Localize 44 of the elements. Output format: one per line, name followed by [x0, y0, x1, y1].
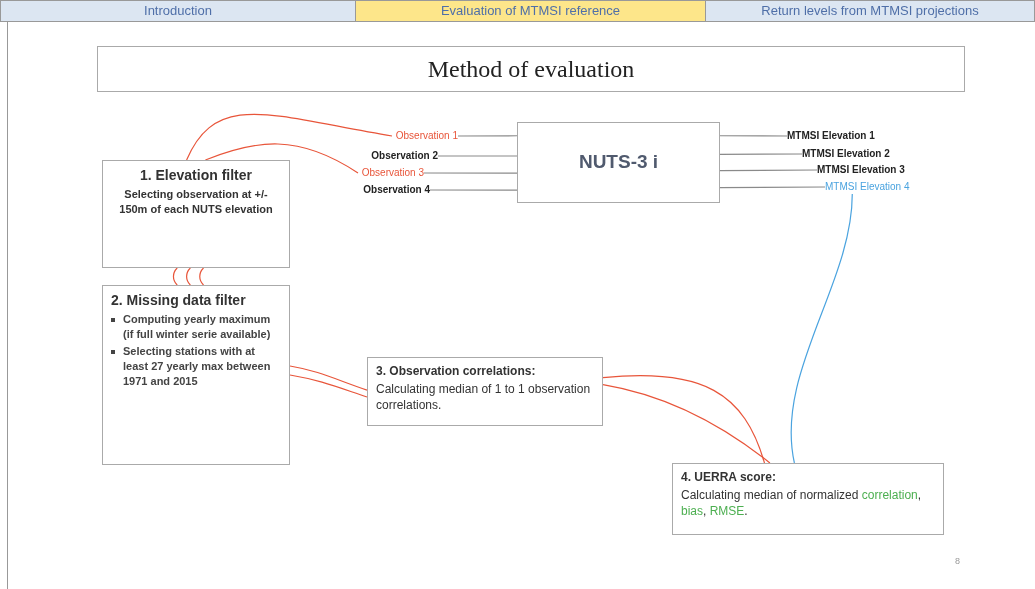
connector-line: [429, 189, 518, 191]
connector-line: [199, 267, 205, 286]
connector-line: [719, 153, 803, 155]
box-text: Calculating median of 1 to 1 observation correlations.: [376, 381, 592, 413]
connector-line: [790, 193, 853, 464]
node-label: Observation 2: [368, 149, 438, 163]
connector-line: [457, 135, 518, 137]
connector-line: [186, 267, 191, 286]
connector-line: [289, 374, 368, 398]
connector-line: [186, 113, 393, 161]
box-title: NUTS-3 i: [578, 150, 659, 175]
process-box: [102, 160, 290, 268]
process-box: [367, 357, 603, 426]
process-box: [517, 122, 720, 203]
process-box: [672, 463, 944, 535]
node-label: Observation 1: [392, 129, 458, 143]
node-label: MTMSI Elevation 4: [825, 180, 949, 194]
box-heading: 1. Elevation filter: [139, 167, 252, 185]
nav-tab: Introduction: [1, 1, 356, 21]
box-text: Calculating median of normalized correlation, bias, RMSE.: [681, 487, 923, 519]
box-text: Selecting observation at +/- 150m of each NUTS elevation: [118, 186, 274, 217]
bullet-text: Selecting stations with at least 27 yearly max between 1971 and 2015: [123, 343, 272, 389]
box-heading: 3. Observation correlations:: [376, 364, 537, 379]
connector-line: [437, 155, 518, 157]
connector-line: [719, 169, 818, 172]
bullet-text: Computing yearly maximum (if full winter serie available): [123, 311, 272, 342]
connector-line: [204, 143, 359, 174]
page-number: 8: [955, 555, 960, 568]
connector-line: [289, 365, 368, 391]
nav-tab: Return levels from MTMSI projections: [706, 1, 1034, 21]
connector-line: [172, 267, 178, 286]
connector-line: [719, 135, 788, 137]
box-heading: 4. UERRA score:: [681, 470, 777, 485]
title: Method of evaluation: [427, 55, 635, 84]
connector-line: [719, 186, 826, 189]
node-label: Observation 3: [358, 166, 424, 180]
node-label: Observation 4: [358, 183, 430, 197]
node-label: MTMSI Elevation 1: [787, 129, 891, 143]
box-heading: 2. Missing data filter: [111, 292, 247, 310]
connector-line: [423, 172, 518, 174]
process-box: [102, 285, 290, 465]
node-label: MTMSI Elevation 2: [802, 147, 906, 161]
nav-tab: Evaluation of MTMSI reference: [356, 1, 706, 21]
node-label: MTMSI Elevation 3: [817, 163, 921, 177]
